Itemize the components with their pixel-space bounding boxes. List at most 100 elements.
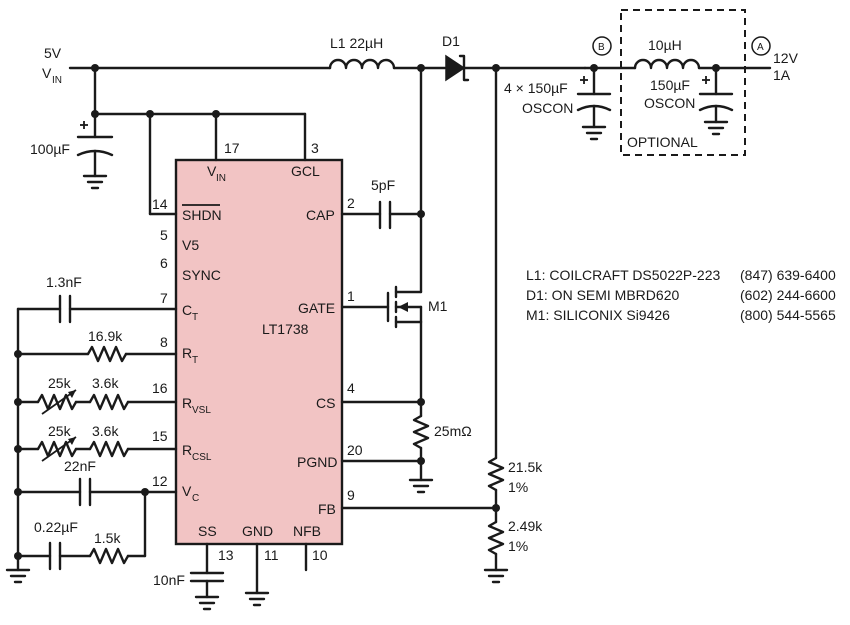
fb-bot-resistor-value: 2.49k bbox=[508, 518, 543, 534]
pin-num-15: 15 bbox=[152, 428, 168, 444]
rt-resistor bbox=[16, 345, 178, 363]
filter-inductor-label: 10µH bbox=[648, 37, 682, 53]
svg-text:C: C bbox=[192, 493, 199, 504]
pin-num-6: 6 bbox=[160, 255, 168, 271]
svg-text:B: B bbox=[598, 42, 605, 53]
rcsl-network bbox=[16, 436, 178, 462]
vc-compensation-network bbox=[16, 477, 178, 571]
bom-phone-d1: (602) 244-6600 bbox=[740, 287, 836, 303]
pin-num-5: 5 bbox=[160, 227, 168, 243]
left-ground-rail bbox=[5, 307, 31, 584]
svg-text:IN: IN bbox=[52, 75, 62, 86]
d1-schottky-diode bbox=[445, 54, 587, 82]
node-a-marker: A bbox=[751, 36, 771, 56]
pin-num-8: 8 bbox=[160, 334, 168, 350]
pin-num-2: 2 bbox=[347, 195, 355, 211]
pin-num-17: 17 bbox=[224, 140, 240, 156]
ss-capacitor bbox=[189, 542, 225, 611]
m1-label: M1 bbox=[428, 298, 448, 314]
chip-pin-ct: C T bbox=[182, 302, 198, 323]
output-capacitor-type: OSCON bbox=[522, 100, 573, 116]
m1-mosfet bbox=[340, 285, 423, 329]
chip-pin-gnd: GND bbox=[242, 523, 273, 539]
svg-text:CSL: CSL bbox=[192, 452, 212, 463]
svg-text:R: R bbox=[182, 395, 192, 411]
node-b-marker: B bbox=[592, 36, 612, 56]
filter-capacitor-type: OSCON bbox=[644, 95, 695, 111]
rvsl-resistor-label: 3.6k bbox=[92, 375, 119, 391]
bom-part-l1: L1: COILCRAFT DS5022P-223 bbox=[526, 267, 720, 283]
filter-inductor bbox=[633, 58, 772, 70]
chip-pin-gate: GATE bbox=[298, 300, 335, 316]
pin-num-3: 3 bbox=[311, 140, 319, 156]
d1-label: D1 bbox=[442, 33, 460, 49]
output-voltage-label: 12V bbox=[773, 50, 799, 66]
pin-num-9: 9 bbox=[347, 487, 355, 503]
bom-phone-l1: (847) 639-6400 bbox=[740, 267, 836, 283]
svg-text:T: T bbox=[192, 312, 198, 323]
rcsl-resistor-label: 3.6k bbox=[92, 423, 119, 439]
rvsl-network bbox=[16, 389, 178, 415]
chip-pin-vc: V C bbox=[182, 483, 199, 504]
bom-list: L1: COILCRAFT DS5022P-223 (847) 639-6400… bbox=[526, 267, 836, 323]
cap-capacitor-label: 5pF bbox=[371, 177, 395, 193]
bom-part-m1: M1: SILICONIX Si9426 bbox=[526, 307, 670, 323]
bom-part-d1: D1: ON SEMI MBRD620 bbox=[526, 287, 679, 303]
svg-text:VSL: VSL bbox=[192, 405, 211, 416]
pin-num-4: 4 bbox=[347, 380, 355, 396]
chip-pin-ss: SS bbox=[198, 523, 217, 539]
chip-pin-pgnd: PGND bbox=[297, 454, 337, 470]
pin-num-12: 12 bbox=[152, 473, 168, 489]
cap-pin-network bbox=[340, 66, 425, 294]
pin-num-7: 7 bbox=[160, 290, 168, 306]
chip-pin-cs: CS bbox=[316, 395, 335, 411]
input-capacitor bbox=[76, 121, 114, 190]
filter-capacitor bbox=[698, 66, 734, 136]
fb-bot-resistor-tol: 1% bbox=[508, 538, 528, 554]
svg-text:IN: IN bbox=[216, 173, 226, 184]
pin-num-14: 14 bbox=[152, 196, 168, 212]
svg-text:T: T bbox=[192, 355, 198, 366]
pin-num-1: 1 bbox=[347, 288, 355, 304]
bom-phone-m1: (800) 544-5565 bbox=[740, 307, 836, 323]
chip-pin-fb: FB bbox=[318, 501, 336, 517]
chip-pin-rt: R T bbox=[182, 345, 198, 366]
chip-name: LT1738 bbox=[262, 321, 309, 337]
ct-capacitor-label: 1.3nF bbox=[46, 274, 82, 290]
svg-text:5V: 5V bbox=[44, 45, 62, 61]
output-capacitor-value: 4 × 150µF bbox=[504, 80, 568, 96]
chip-pin-cap: CAP bbox=[306, 207, 335, 223]
gnd-pin-ground bbox=[244, 542, 270, 607]
svg-text:V: V bbox=[42, 65, 52, 81]
svg-text:A: A bbox=[757, 42, 764, 53]
svg-text:C: C bbox=[182, 302, 192, 318]
ss-capacitor-label: 10nF bbox=[153, 572, 185, 588]
comp-capacitor-label: 0.22µF bbox=[34, 519, 78, 535]
pin-num-16: 16 bbox=[152, 380, 168, 396]
chip-pin-nfb: NFB bbox=[293, 523, 321, 539]
feedback-divider bbox=[340, 456, 509, 584]
chip-pin-v5: V5 bbox=[182, 237, 199, 253]
chip-pin-gcl: GCL bbox=[291, 163, 320, 179]
output-current-label: 1A bbox=[773, 67, 791, 83]
fb-top-resistor-tol: 1% bbox=[508, 479, 528, 495]
input-capacitor-label: 100µF bbox=[30, 141, 70, 157]
chip-pin-shdn: SHDN bbox=[182, 207, 222, 223]
chip-pin-rcsl: R CSL bbox=[182, 442, 212, 463]
optional-filter-box bbox=[620, 9, 746, 156]
pin-num-10: 10 bbox=[312, 547, 328, 563]
chip-pin-sync: SYNC bbox=[182, 267, 221, 283]
rt-resistor-label: 16.9k bbox=[88, 328, 123, 344]
chip-pin-rvsl: R VSL bbox=[182, 395, 211, 416]
svg-text:V: V bbox=[182, 483, 192, 499]
sense-resistor-label: 25mΩ bbox=[434, 423, 472, 439]
pin-num-11: 11 bbox=[264, 547, 279, 563]
sense-resistor bbox=[340, 320, 434, 494]
svg-text:V: V bbox=[207, 163, 217, 179]
pin-num-20: 20 bbox=[347, 442, 363, 458]
pin-num-13: 13 bbox=[218, 547, 234, 563]
input-rail-wire bbox=[68, 64, 332, 216]
vc-capacitor-label: 22nF bbox=[64, 458, 96, 474]
ct-capacitor bbox=[16, 294, 178, 324]
